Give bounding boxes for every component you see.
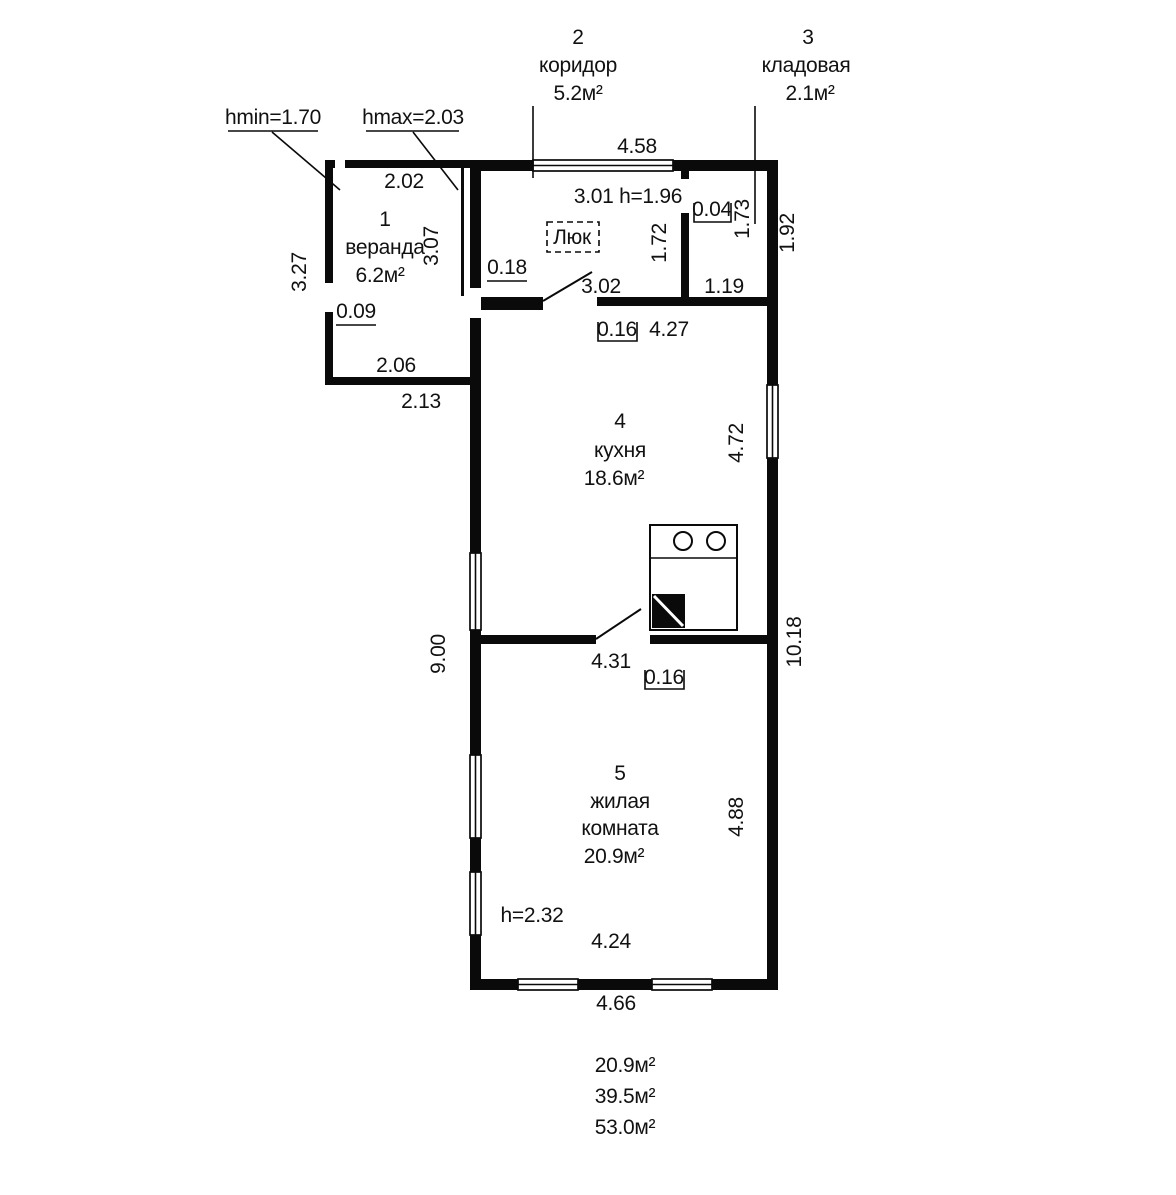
room-living-name-2: комната: [581, 817, 659, 840]
wall-bottom-3: [712, 979, 778, 990]
wall-left-4: [470, 838, 481, 872]
dim-bottom-out: 4.66: [596, 992, 636, 1015]
dim-veranda-left: 3.27: [288, 252, 311, 292]
dim-corridor-bottom: 3.02: [581, 275, 621, 298]
dim-storage-height: 1.73: [731, 199, 754, 239]
dim-veranda-bottom-out: 2.13: [401, 390, 441, 413]
dim-corridor-window: 3.01 h=1.96: [574, 185, 682, 208]
wall-left-1: [470, 160, 481, 288]
room-annotations: 2 коридор 5.2м² 3 кладовая 2.1м² 1 веран…: [225, 26, 851, 927]
room-kitchen-name: кухня: [594, 439, 646, 462]
wall-left-2: [470, 318, 481, 553]
veranda-wall-left-upper: [325, 168, 333, 283]
wall-bottom-2: [578, 979, 652, 990]
dim-top-width: 4.58: [617, 135, 657, 158]
wall-divider: [681, 213, 689, 306]
room-storage-area: 2.1м²: [785, 82, 834, 105]
wall-kitchen-living-right: [650, 635, 767, 644]
hatch-label: Люк: [553, 226, 592, 249]
wall-divider-stub: [681, 171, 689, 179]
bracket-0-04: [693, 203, 732, 223]
total-area-1: 20.9м²: [595, 1054, 656, 1077]
dim-veranda-top: 2.02: [384, 170, 424, 193]
room-veranda-number: 1: [379, 208, 390, 231]
dim-living-top: 4.31: [591, 650, 631, 673]
dim-wall-thickness-2: 0.16: [644, 666, 684, 689]
dim-storage-offset: 0.04: [692, 198, 732, 221]
stove-burner-icon: [706, 531, 726, 551]
room-veranda-name: веранда: [345, 236, 425, 259]
dim-kitchen-right: 4.72: [725, 423, 748, 463]
veranda-wall-bottom: [325, 377, 470, 385]
veranda-wall-top-stub: [325, 160, 335, 168]
wall-bottom-1: [470, 979, 518, 990]
wall-left-3: [470, 630, 481, 755]
hatch-outline: [546, 221, 600, 253]
door-swings: [481, 271, 642, 640]
wall-right-upper: [767, 160, 778, 385]
veranda-wall-top: [345, 160, 470, 168]
veranda-wall-left-lower: [325, 312, 333, 377]
dim-living-bottom: 4.24: [591, 930, 631, 953]
dim-kitchen-width: 4.27: [649, 318, 689, 341]
dim-veranda-bottom-in: 2.06: [376, 354, 416, 377]
bracket-0-16-a: [597, 322, 638, 342]
dim-living-right: 4.88: [725, 797, 748, 837]
room-kitchen-area: 18.6м²: [584, 467, 645, 490]
dim-storage-door: 1.19: [704, 275, 744, 298]
dim-door-wall: 0.18: [487, 256, 527, 279]
room-storage-name: кладовая: [762, 54, 851, 77]
hmin-label: hmin=1.70: [225, 106, 321, 129]
dim-veranda-small: 0.09: [336, 300, 376, 323]
room-corridor-number: 2: [572, 26, 583, 49]
wall-top-right: [673, 160, 778, 171]
wall-kitchen-living-left: [481, 635, 596, 644]
total-area-3: 53.0м²: [595, 1116, 656, 1139]
door-leaf-veranda: [481, 301, 543, 310]
leader-hmax: [412, 131, 459, 191]
dim-veranda-inner-right: 3.07: [420, 226, 443, 266]
room-storage-number: 3: [802, 26, 813, 49]
dim-divider-height: 1.72: [648, 223, 671, 263]
bracket-0-16-b: [644, 670, 685, 690]
dim-right-top: 1.92: [776, 213, 799, 253]
dim-left-height: 9.00: [427, 634, 450, 674]
room-veranda-area: 6.2м²: [355, 264, 404, 287]
wall-left-5: [470, 935, 481, 990]
room-living-area: 20.9м²: [584, 845, 645, 868]
leader-hmin: [271, 131, 341, 191]
room-living-name-1: жилая: [590, 790, 650, 813]
door-swing-corridor-kitchen: [542, 271, 593, 302]
totals-block: 20.9м² 39.5м² 53.0м²: [595, 1054, 656, 1139]
height-living-label: h=2.32: [500, 904, 563, 927]
hmax-label: hmax=2.03: [362, 106, 464, 129]
room-living-number: 5: [614, 762, 625, 785]
walls-main-house: [470, 160, 778, 990]
dim-right-height: 10.18: [783, 616, 806, 667]
stove-burner-icon: [673, 531, 693, 551]
stove-symbol: [649, 524, 738, 631]
leader-lines: [228, 106, 756, 690]
room-corridor-name: коридор: [539, 54, 617, 77]
wall-top-left: [470, 160, 533, 171]
door-swing-kitchen-living: [595, 608, 642, 640]
wall-right-lower: [767, 458, 778, 990]
room-corridor-area: 5.2м²: [553, 82, 602, 105]
stove-firebox-slash: [652, 594, 685, 628]
total-area-2: 39.5м²: [595, 1085, 656, 1108]
windows: [469, 159, 779, 991]
walls-veranda: [325, 160, 470, 385]
room-kitchen-number: 4: [614, 410, 626, 433]
dim-wall-thickness-1: 0.16: [597, 318, 637, 341]
veranda-inner-face-line: [461, 168, 464, 296]
dimension-texts: 4.58 2.02 0.09 2.06 2.13 0.18 3.01 h=1.9…: [288, 135, 806, 1015]
